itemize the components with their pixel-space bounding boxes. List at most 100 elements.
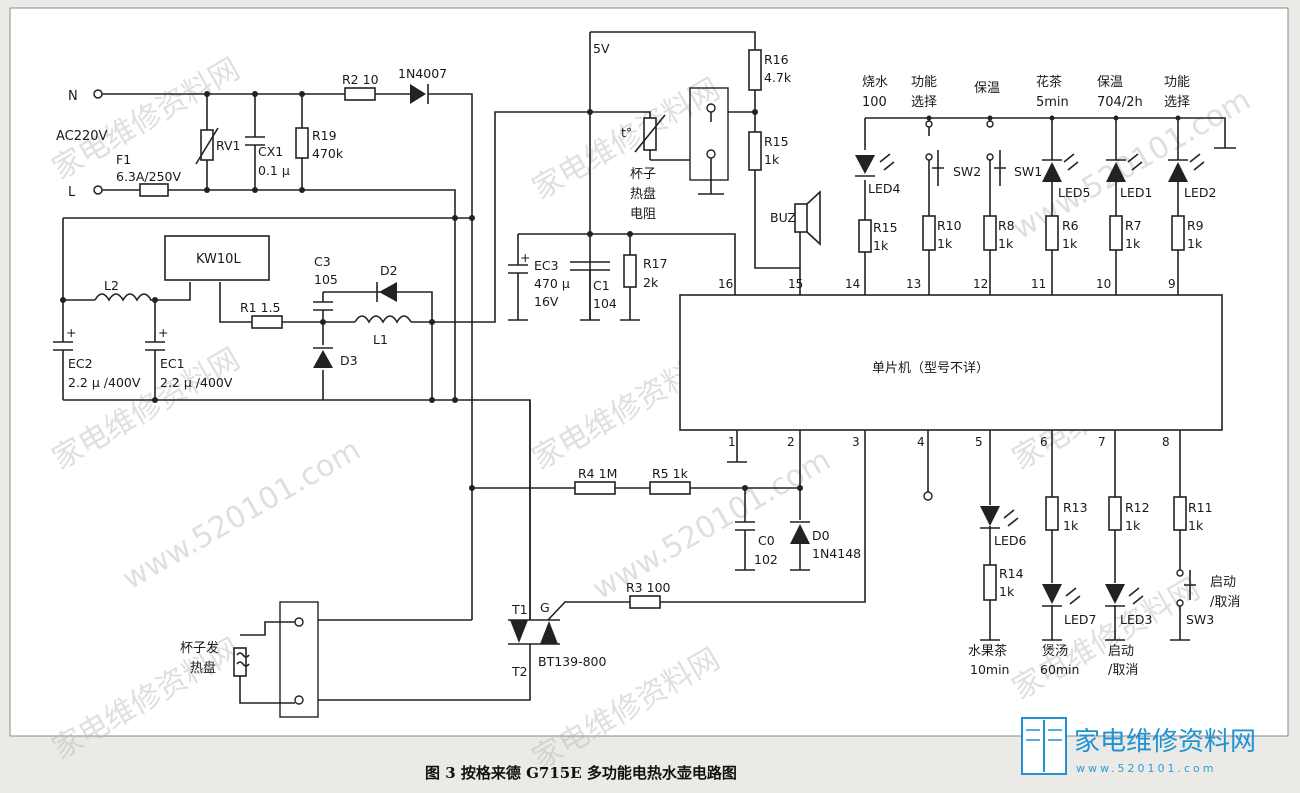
r7-name: R7 bbox=[1125, 218, 1142, 233]
thermistor-label: t° bbox=[621, 125, 632, 140]
fuse bbox=[139, 183, 169, 197]
label-keepwarm1: 保温 bbox=[974, 81, 1000, 96]
pin-5: 5 bbox=[975, 435, 983, 449]
r12 bbox=[1108, 496, 1122, 531]
r9 bbox=[1171, 215, 1185, 251]
r15b-value: 1k bbox=[873, 238, 889, 253]
c3-value: 105 bbox=[314, 272, 338, 287]
buz-label: BUZ bbox=[770, 210, 796, 225]
r11 bbox=[1173, 496, 1187, 531]
r15b-name: R15 bbox=[873, 220, 898, 235]
l1-label: L1 bbox=[373, 332, 388, 347]
pin-2: 2 bbox=[787, 435, 795, 449]
label-start2-sub: /取消 bbox=[1210, 595, 1240, 610]
r9-name: R9 bbox=[1187, 218, 1204, 233]
bottom-columns: LED6 R14 1k 水果茶 10min R13 1k LED7 煲汤 60m… bbox=[727, 430, 1240, 678]
mcu-body bbox=[679, 294, 1223, 431]
label-fruit-tea-sub: 10min bbox=[970, 662, 1009, 677]
r19-name: R19 bbox=[312, 128, 337, 143]
cx1-label: CX1 bbox=[258, 144, 283, 159]
sw3-label: SW3 bbox=[1186, 612, 1214, 627]
mcu: 单片机（型号不详） 16 15 14 13 12 11 10 9 1 2 3 4… bbox=[679, 277, 1223, 449]
label-start1-sub: /取消 bbox=[1108, 663, 1138, 678]
ec3-value-1: 470 μ bbox=[534, 276, 570, 291]
ec3-label: EC3 bbox=[534, 258, 559, 273]
r3-label: R3 100 bbox=[626, 580, 671, 595]
r15a-name: R15 bbox=[764, 134, 789, 149]
l-label: L bbox=[68, 185, 76, 200]
ec1-label: EC1 bbox=[160, 356, 185, 371]
led2-label: LED2 bbox=[1184, 185, 1216, 200]
c1-value: 104 bbox=[593, 296, 617, 311]
r4-label: R4 1M bbox=[578, 466, 617, 481]
pin-13: 13 bbox=[906, 277, 921, 291]
pin-8: 8 bbox=[1162, 435, 1170, 449]
d1-label: 1N4007 bbox=[398, 66, 447, 81]
kw10l bbox=[164, 235, 270, 281]
r2 bbox=[344, 87, 376, 101]
r13-value: 1k bbox=[1063, 518, 1079, 533]
r19 bbox=[295, 127, 309, 159]
sensor-area: 5V R16 4.7k R15 1k t° 杯子 热盘 电阻 BUZ + EC3… bbox=[508, 31, 821, 321]
d3-label: D3 bbox=[340, 353, 358, 368]
t2-label: T2 bbox=[511, 664, 528, 679]
r19-value: 470k bbox=[312, 146, 344, 161]
r17-name: R17 bbox=[643, 256, 668, 271]
ec2-label: EC2 bbox=[68, 356, 93, 371]
sw2-label: SW2 bbox=[953, 164, 981, 179]
t1-label: T1 bbox=[511, 602, 528, 617]
r16-value: 4.7k bbox=[764, 70, 792, 85]
ec2-value: 2.2 μ /400V bbox=[68, 375, 141, 390]
pin-4: 4 bbox=[917, 435, 925, 449]
pin-3: 3 bbox=[852, 435, 860, 449]
triac-section: R4 1M R5 1k C0 102 D0 1N4148 R3 100 T1 T… bbox=[180, 400, 866, 718]
r13 bbox=[1045, 496, 1059, 531]
r15a-value: 1k bbox=[764, 152, 780, 167]
c0-label: C0 bbox=[758, 533, 775, 548]
label-boil-sub: 100 bbox=[862, 95, 887, 110]
cx1-value: 0.1 μ bbox=[258, 163, 290, 178]
site-logo: 家电维修资料网 www.520101.com bbox=[1021, 717, 1256, 775]
ec1-value: 2.2 μ /400V bbox=[160, 375, 233, 390]
r1-label: R1 1.5 bbox=[240, 300, 281, 315]
logo-text: 家电维修资料网 bbox=[1074, 727, 1256, 757]
ec1-plus: + bbox=[158, 325, 168, 340]
r10-name: R10 bbox=[937, 218, 962, 233]
label-start1: 启动 bbox=[1108, 644, 1134, 659]
sensor-socket bbox=[689, 87, 729, 181]
r16 bbox=[748, 49, 762, 91]
label-flowertea-sub: 5min bbox=[1036, 95, 1069, 110]
r4 bbox=[574, 481, 616, 495]
ec3-value-2: 16V bbox=[534, 294, 559, 309]
r3 bbox=[629, 595, 661, 609]
top-columns: LED4 R15 1k SW2 R10 1k SW1 R8 1k LED5 R6… bbox=[855, 74, 1236, 295]
pin-12: 12 bbox=[973, 277, 988, 291]
led7-label: LED7 bbox=[1064, 612, 1096, 627]
ac-label: AC220V bbox=[56, 129, 108, 144]
led1-label: LED1 bbox=[1120, 185, 1152, 200]
r8-value: 1k bbox=[998, 236, 1014, 251]
r6-name: R6 bbox=[1062, 218, 1079, 233]
mcu-links bbox=[734, 290, 801, 295]
r12-value: 1k bbox=[1125, 518, 1141, 533]
heater-label-2: 热盘 bbox=[190, 660, 216, 676]
label-func2-sub: 选择 bbox=[1164, 95, 1190, 110]
r14-name: R14 bbox=[999, 566, 1024, 581]
led4-label: LED4 bbox=[868, 181, 900, 196]
pin-6: 6 bbox=[1040, 435, 1048, 449]
pin-11: 11 bbox=[1031, 277, 1046, 291]
logo-url: www.520101.com bbox=[1076, 762, 1216, 775]
v5-label: 5V bbox=[593, 41, 610, 56]
kw10l-label: KW10L bbox=[196, 252, 241, 267]
r1 bbox=[251, 315, 283, 329]
label-func1-sub: 选择 bbox=[911, 95, 937, 110]
r13-name: R13 bbox=[1063, 500, 1088, 515]
label-keepwarm2-sub: 704/2h bbox=[1097, 95, 1143, 110]
r5-label: R5 1k bbox=[652, 466, 689, 481]
rv1-label: RV1 bbox=[216, 138, 241, 153]
cup-res-label-1: 杯子 bbox=[630, 167, 656, 182]
r16-name: R16 bbox=[764, 52, 789, 67]
cup-res-label-2: 热盘 bbox=[630, 186, 656, 202]
